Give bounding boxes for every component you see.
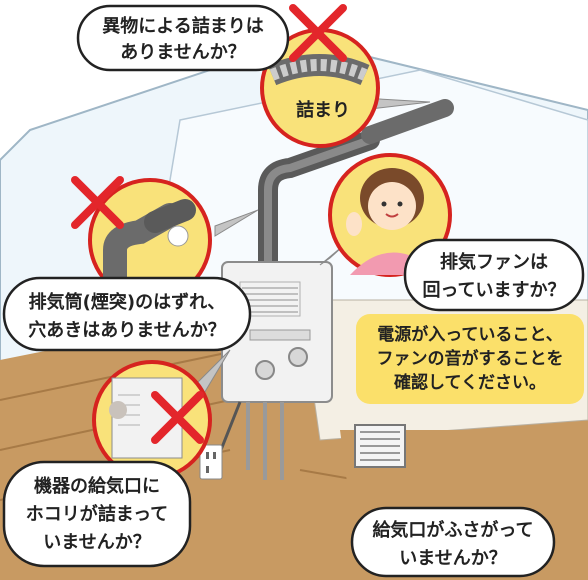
clog-question-line2: ありませんか？ [120,42,245,63]
power-note-line3: 確認してください。 [394,372,546,393]
intake-question-line2: ホコリが詰まって [26,503,168,525]
clog-question-line1: 異物による詰まりは [102,15,263,37]
air-intake-vent [354,424,406,468]
clog-label: 詰まり [296,99,350,121]
fan-speech-bubble: 排気ファンは 回っていますか？ [403,238,585,312]
cross-mark-icon [289,4,347,62]
intake-speech-bubble: 機器の給気口に ホコリが詰まって いませんか？ [2,460,192,568]
vent-speech-bubble: 給気口がふさがって いませんか？ [350,506,556,578]
intake-question-line3: いませんか？ [43,532,150,553]
power-note-line2: ファンの音がすることを [377,348,564,369]
dust-cloud-icon [109,401,127,419]
wall-outlet [199,444,223,480]
flue-question-line2: 穴あきはありませんか？ [28,319,225,341]
power-note-box: 電源が入っていること、 ファンの音がすることを 確認してください。 [356,314,584,404]
cross-mark-icon [151,391,204,444]
intake-question-line1: 機器の給気口に [34,475,160,497]
flue-callout-circle [71,176,212,302]
fan-question-line2: 回っていますか？ [422,280,565,301]
clog-speech-bubble: 異物による詰まりは ありませんか？ [76,4,290,72]
exhaust-flue-pipe [258,99,454,280]
clog-callout-circle: 詰まり [260,4,380,148]
vent-question-line1: 給気口がふさがって [372,519,533,541]
power-note-line1: 電源が入っていること、 [377,324,562,345]
vent-question-line2: いませんか？ [399,548,506,569]
flue-question-line1: 排気筒(煙突)のはずれ、 [29,291,226,313]
woman-icon [346,168,440,275]
fan-question-line1: 排気ファンは [440,251,548,273]
cross-mark-icon [71,176,124,229]
dust-cloud-icon [167,225,189,247]
flue-speech-bubble: 排気筒(煙突)のはずれ、 穴あきはありませんか？ [2,276,252,352]
intake-callout-circle [92,360,212,480]
